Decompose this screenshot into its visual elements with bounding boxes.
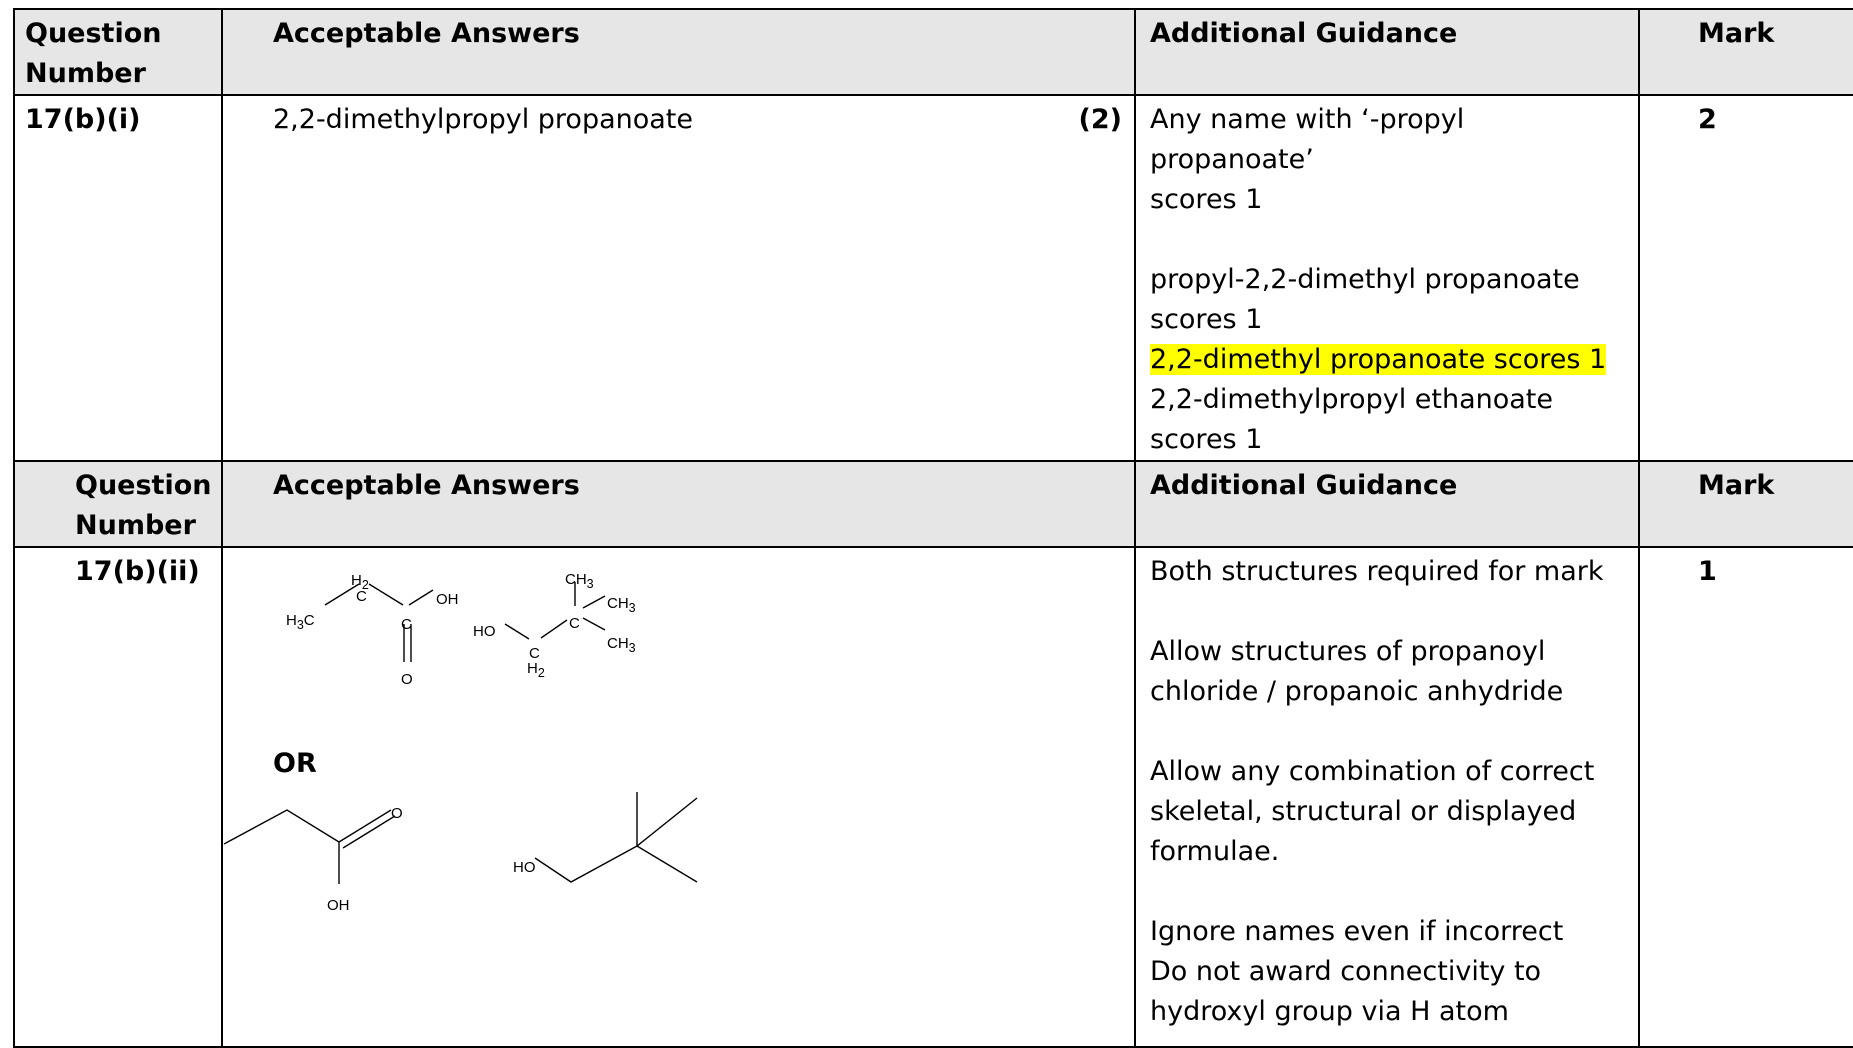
guidance-line: Both structures required for mark <box>1150 556 1604 587</box>
guidance-cell: Both structures required for mark Allow … <box>1134 546 1640 1048</box>
atom-label: CH3 <box>607 595 636 615</box>
header-acceptable-answers: Acceptable Answers <box>221 8 1136 96</box>
guidance-spacer <box>1150 592 1628 632</box>
guidance-spacer <box>1150 220 1628 260</box>
bond <box>582 617 606 631</box>
guidance-line: Ignore names even if incorrect <box>1150 916 1564 947</box>
question-number: 17(b)(i) <box>13 94 223 462</box>
answer-cell: 2,2-dimethylpropyl propanoate (2) <box>221 94 1136 462</box>
mark-value: 1 <box>1638 546 1853 1048</box>
atom-label: O <box>391 805 403 822</box>
bond <box>408 589 434 606</box>
atom-label: C <box>529 645 540 662</box>
header-row-1: Question Number Acceptable Answers Addit… <box>13 8 1853 96</box>
guidance-spacer <box>1150 872 1628 912</box>
atom-label: OH <box>327 897 350 914</box>
skeletal-chain <box>534 797 698 883</box>
guidance-line: scores 1 <box>1150 184 1263 215</box>
bond <box>540 619 568 639</box>
header-acceptable-answers: Acceptable Answers <box>221 460 1136 548</box>
mark-scheme-table: Question Number Acceptable Answers Addit… <box>13 8 1853 1048</box>
atom-label: C <box>401 616 412 633</box>
bond <box>324 583 360 606</box>
bond <box>342 815 396 849</box>
guidance-line: chloride / propanoic anhydride <box>1150 676 1564 707</box>
answer-cell-structures: H2 C C OH H3C O CH3 CH3 CH3 HO C C H2 OR… <box>221 546 1136 1048</box>
guidance-line: Allow any combination of correct <box>1150 756 1595 787</box>
answer-marks: (2) <box>1078 104 1122 135</box>
atom-label: CH3 <box>565 571 594 591</box>
bond <box>582 595 606 609</box>
header-question-number: Question Number <box>13 460 223 548</box>
skeletal-chain <box>223 809 340 845</box>
atom-label: C <box>569 615 580 632</box>
atom-label: O <box>401 671 413 688</box>
or-label: OR <box>273 748 317 779</box>
guidance-line: scores 1 <box>1150 304 1263 335</box>
atom-label: CH3 <box>607 635 636 655</box>
guidance-line-highlighted: 2,2-dimethyl propanoate scores 1 <box>1150 344 1607 375</box>
guidance-line: 2,2-dimethylpropyl ethanoate <box>1150 384 1554 415</box>
guidance-line: Do not award connectivity to <box>1150 956 1542 987</box>
answer-row-17bii: 17(b)(ii) <box>13 546 1853 1048</box>
question-number: 17(b)(ii) <box>13 546 223 1048</box>
header-mark: Mark <box>1638 460 1853 548</box>
guidance-line: skeletal, structural or displayed <box>1150 796 1577 827</box>
header-mark: Mark <box>1638 8 1853 96</box>
guidance-line: scores 1 <box>1150 424 1263 455</box>
guidance-line: formulae. <box>1150 836 1280 867</box>
atom-label: H2 <box>527 660 545 680</box>
atom-label: HO <box>473 623 496 640</box>
header-row-2: Question Number Acceptable Answers Addit… <box>13 460 1853 548</box>
bond <box>368 583 404 606</box>
bond <box>636 845 698 883</box>
mark-value: 2 <box>1638 94 1853 462</box>
atom-label: C <box>356 588 367 605</box>
guidance-line: hydroxyl group via H atom <box>1150 996 1509 1027</box>
header-additional-guidance: Additional Guidance <box>1134 8 1640 96</box>
atom-label: OH <box>436 591 459 608</box>
guidance-line: Allow structures of propanoyl <box>1150 636 1546 667</box>
answer-row-17bi: 17(b)(i) 2,2-dimethylpropyl propanoate (… <box>13 94 1853 462</box>
atom-label: H2 <box>351 572 369 592</box>
guidance-line: propyl-2,2-dimethyl propanoate <box>1150 264 1580 295</box>
atom-label: HO <box>513 859 536 876</box>
guidance-spacer <box>1150 712 1628 752</box>
propanoic-acid-structural <box>223 582 698 884</box>
bond <box>338 809 392 843</box>
header-additional-guidance: Additional Guidance <box>1134 460 1640 548</box>
guidance-line: Any name with ‘-propyl propanoate’ <box>1150 104 1465 175</box>
answer-text: 2,2-dimethylpropyl propanoate <box>273 104 694 135</box>
bond <box>504 623 530 640</box>
atom-label: H3C <box>286 612 315 632</box>
guidance-cell: Any name with ‘-propyl propanoate’ score… <box>1134 94 1640 462</box>
header-question-number: Question Number <box>13 8 223 96</box>
